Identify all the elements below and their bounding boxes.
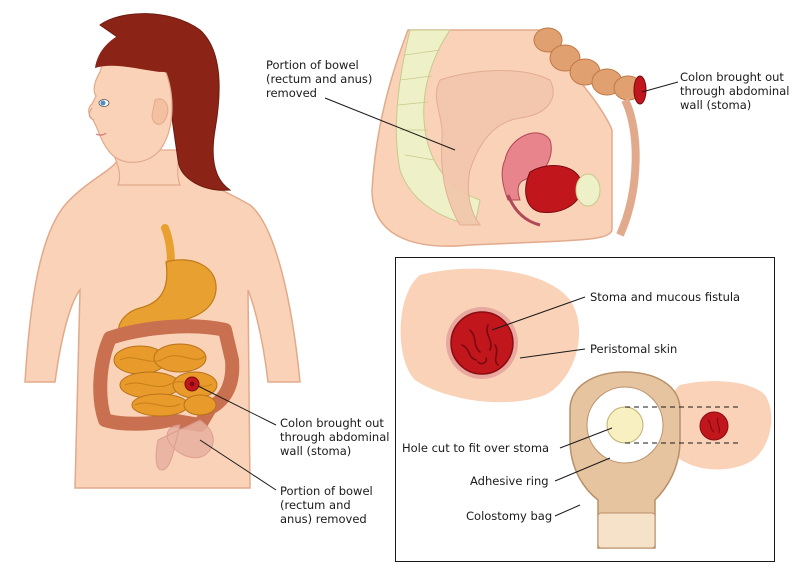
leader-top-stoma	[641, 81, 679, 93]
label-body-colon-stoma: Colon brought out through abdominal wall…	[280, 416, 390, 458]
child-figure	[24, 13, 301, 489]
label-top-colon-stoma: Colon brought out through abdominal wall…	[680, 70, 790, 112]
vaginal-canal	[506, 194, 541, 227]
label-top-bowel-removed: Portion of bowel (rectum and anus) remov…	[266, 58, 373, 100]
mouth	[95, 132, 107, 136]
label-peristomal-skin: Peristomal skin	[590, 342, 678, 356]
leader-adhesive	[554, 457, 611, 482]
inset-frame	[395, 257, 775, 562]
hair-fringe	[95, 26, 202, 100]
abdominal-wall	[616, 98, 640, 237]
section-stoma	[633, 75, 647, 105]
leader-body-stoma	[197, 385, 277, 426]
hair	[99, 13, 232, 191]
label-hole-cut: Hole cut to fit over stoma	[402, 441, 550, 455]
label-stoma-fistula: Stoma and mucous fistula	[590, 290, 741, 304]
stoma-small	[699, 411, 729, 441]
iris	[100, 100, 106, 106]
removed-bowel-section	[435, 70, 554, 226]
leader-bag	[554, 504, 581, 517]
stoma-folds	[461, 324, 499, 366]
leader-top-bowel	[324, 97, 456, 151]
intestine-loops	[119, 355, 213, 408]
ear	[151, 98, 169, 125]
leader-body-bowel	[199, 439, 277, 491]
bladder	[525, 165, 583, 214]
label-adhesive-ring: Adhesive ring	[470, 474, 549, 488]
pubic-bone	[575, 173, 601, 207]
colon-frame	[93, 319, 240, 432]
leader-hole	[559, 427, 613, 449]
bag-outlet	[597, 512, 656, 549]
removed-rectum	[155, 419, 214, 471]
nose	[88, 107, 95, 121]
label-colostomy-bag: Colostomy bag	[466, 509, 553, 523]
sagittal-section	[371, 27, 647, 247]
inset-panel	[400, 268, 772, 549]
stoma-large-inner	[450, 311, 514, 375]
label-body-bowel-removed: Portion of bowel (rectum and anus) remov…	[280, 484, 373, 526]
leader-peristomal	[519, 348, 586, 359]
leader-stoma-fistula	[491, 296, 586, 331]
